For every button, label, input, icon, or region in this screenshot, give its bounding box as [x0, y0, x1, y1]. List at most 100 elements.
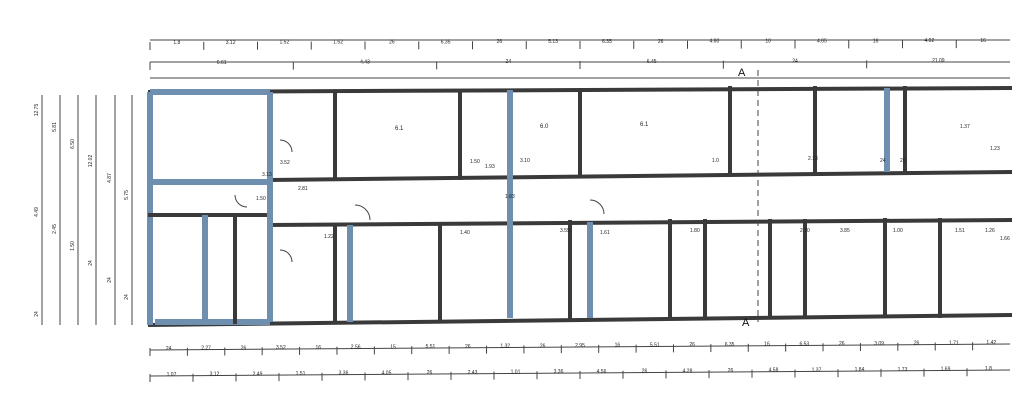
top-dim-row1-label: 5.13 — [548, 39, 558, 45]
left-dim-label: 1.50 — [70, 241, 76, 251]
top-dim-row2-label: 4.43 — [360, 60, 370, 66]
left-dim-label: 6.50 — [70, 139, 76, 149]
bottom-dim-row2-label: 1.07 — [167, 372, 177, 378]
top-dim-row1-label: 4.60 — [710, 39, 720, 45]
top-dim-row1-label: 1.8 — [173, 40, 180, 46]
bottom-dim-row1-label: 16 — [615, 343, 621, 349]
top-dim-row1-label: 4.02 — [925, 38, 935, 44]
top-dim-row2-label: 21.09 — [932, 58, 945, 64]
room-label: 6.1 — [640, 122, 649, 128]
bottom-dim-row1-label: 2.95 — [575, 343, 585, 349]
bottom-dim-row1-label: 26 — [241, 345, 247, 351]
room-dim-label: 1.50 — [470, 159, 480, 165]
left-dim-label: 12.75 — [34, 104, 40, 117]
room-dim-label: 2.70 — [800, 228, 810, 234]
bottom-dim-row1-label: 26 — [465, 344, 471, 350]
section-label-bottom: A — [742, 317, 750, 329]
building-walls — [147, 85, 1013, 328]
left-dim-label: 4.49 — [34, 207, 40, 217]
bottom-dim-row2-label: 26 — [642, 369, 648, 375]
room-dim-label: 3.10 — [520, 158, 530, 164]
bottom-dim-row2-label: 1.73 — [898, 367, 908, 373]
room-dim-label: 22 — [900, 158, 906, 164]
bottom-dim-row2-label: 1.84 — [855, 367, 865, 373]
left-dim-label: 24 — [34, 311, 40, 317]
top-dim-row1-label: 1.52 — [333, 40, 343, 46]
room-dim-label: 1.61 — [600, 230, 610, 236]
room-dim-label: 1.80 — [690, 228, 700, 234]
room-label: 6.1 — [395, 126, 404, 132]
room-dim-label: 1.50 — [256, 196, 266, 202]
bottom-dim-row1-label: 24 — [166, 346, 172, 352]
room-dim-label: 3.13 — [262, 172, 272, 178]
bottom-dim-row2-label: 4.28 — [683, 368, 693, 374]
room-dim-label: 1.26 — [985, 228, 995, 234]
room-dim-label: 3.85 — [840, 228, 850, 234]
room-dim-label: 2.13 — [808, 156, 818, 162]
left-dim-label: 4.87 — [107, 173, 113, 183]
left-dim-label: 5.81 — [52, 122, 58, 132]
bottom-dim-row1-label: 5.51 — [650, 342, 660, 348]
room-dim-label: 1.00 — [893, 228, 903, 234]
room-labels: 6.1 6.0 6.1 — [395, 122, 649, 132]
bottom-dimension-chain: 24 2.27 26 3.52 16 2.56 15 5.51 26 1.32 26 2.95 16 5.… — [149, 340, 1011, 382]
bottom-dim-row1-label: 5.51 — [426, 344, 436, 350]
top-dim-row1-label: 26 — [497, 39, 503, 45]
room-dim-label: 24 — [880, 158, 886, 164]
room-dim-label: 3.52 — [280, 160, 290, 166]
top-dim-row1-label: 6.35 — [602, 39, 612, 45]
room-dim-label: 1.40 — [460, 230, 470, 236]
bottom-dim-row2-label: 4.56 — [597, 369, 607, 375]
bottom-dim-row2-label: 3.36 — [339, 371, 349, 377]
top-dim-row1-label: 6.35 — [441, 39, 451, 45]
bottom-dim-row1-label: 1.32 — [500, 344, 510, 350]
bottom-dim-row1-label: 16 — [764, 342, 770, 348]
top-dim-row1-label: 1.52 — [280, 40, 290, 46]
bottom-dim-row2-label: 26 — [728, 368, 734, 374]
room-dim-label: 1.83 — [505, 194, 515, 200]
bottom-dim-row1-label: 26 — [914, 341, 920, 347]
room-dim-label: 1.23 — [990, 146, 1000, 152]
bottom-dim-row2-label: 4.05 — [382, 370, 392, 376]
top-dim-row2-label: 6.61 — [217, 60, 227, 66]
bottom-dim-row1-label: 16 — [315, 345, 321, 351]
section-label-top: A — [738, 67, 746, 79]
bottom-dim-row1-label: 26 — [689, 342, 695, 348]
bottom-dim-row1-label: 26 — [540, 343, 546, 349]
bottom-dim-row1-label: 2.27 — [201, 346, 211, 352]
room-dim-label: 1.37 — [960, 124, 970, 130]
bottom-dim-row2-label: 3.36 — [554, 369, 564, 375]
bottom-dim-row1-label: 3.52 — [276, 345, 286, 351]
bottom-dim-row1-label: 2.56 — [351, 345, 361, 351]
room-dim-label: 1.22 — [324, 234, 334, 240]
bottom-dim-row2-label: 2.43 — [468, 370, 478, 376]
left-dim-label: 24 — [124, 294, 130, 300]
top-dim-row2-label: 6.45 — [647, 59, 657, 65]
room-dim-label: 2.81 — [298, 186, 308, 192]
room-dim-label: 1.0 — [712, 158, 719, 164]
top-dim-row2-label: 24 — [792, 59, 798, 65]
bottom-dim-row1-label: 15 — [390, 344, 396, 350]
top-dim-row1-label: 3.12 — [226, 40, 236, 46]
room-dim-label: 1.93 — [485, 164, 495, 170]
bottom-dim-row2-label: 1.8 — [985, 366, 992, 372]
bottom-dim-row2-label: 3.12 — [210, 372, 220, 378]
top-dim-row1-label: 4.65 — [817, 38, 827, 44]
bottom-dim-row2-label: 1.01 — [511, 369, 521, 375]
bottom-dim-row1-label: 6.53 — [799, 341, 809, 347]
room-dim-label: 3.55 — [560, 228, 570, 234]
bottom-dim-row1-label: 3.09 — [874, 341, 884, 347]
bottom-dim-row2-label: 1.37 — [812, 367, 822, 373]
top-dim-row1-label: 10 — [765, 39, 771, 45]
left-dimension-chain: 12.755.816.5012.024.875.754.492.451.5024… — [34, 95, 133, 325]
bottom-dim-row1-label: 6.35 — [725, 342, 735, 348]
bottom-dim-row2-label: 1.51 — [296, 371, 306, 377]
top-dim-row1-label: 16 — [980, 38, 986, 44]
bottom-dim-row1-label: 26 — [839, 341, 845, 347]
section-line-a: A A — [738, 67, 759, 329]
left-dim-label: 5.75 — [124, 190, 130, 200]
left-dim-label: 24 — [88, 260, 94, 266]
top-dim-row1-label: 26 — [658, 39, 664, 45]
